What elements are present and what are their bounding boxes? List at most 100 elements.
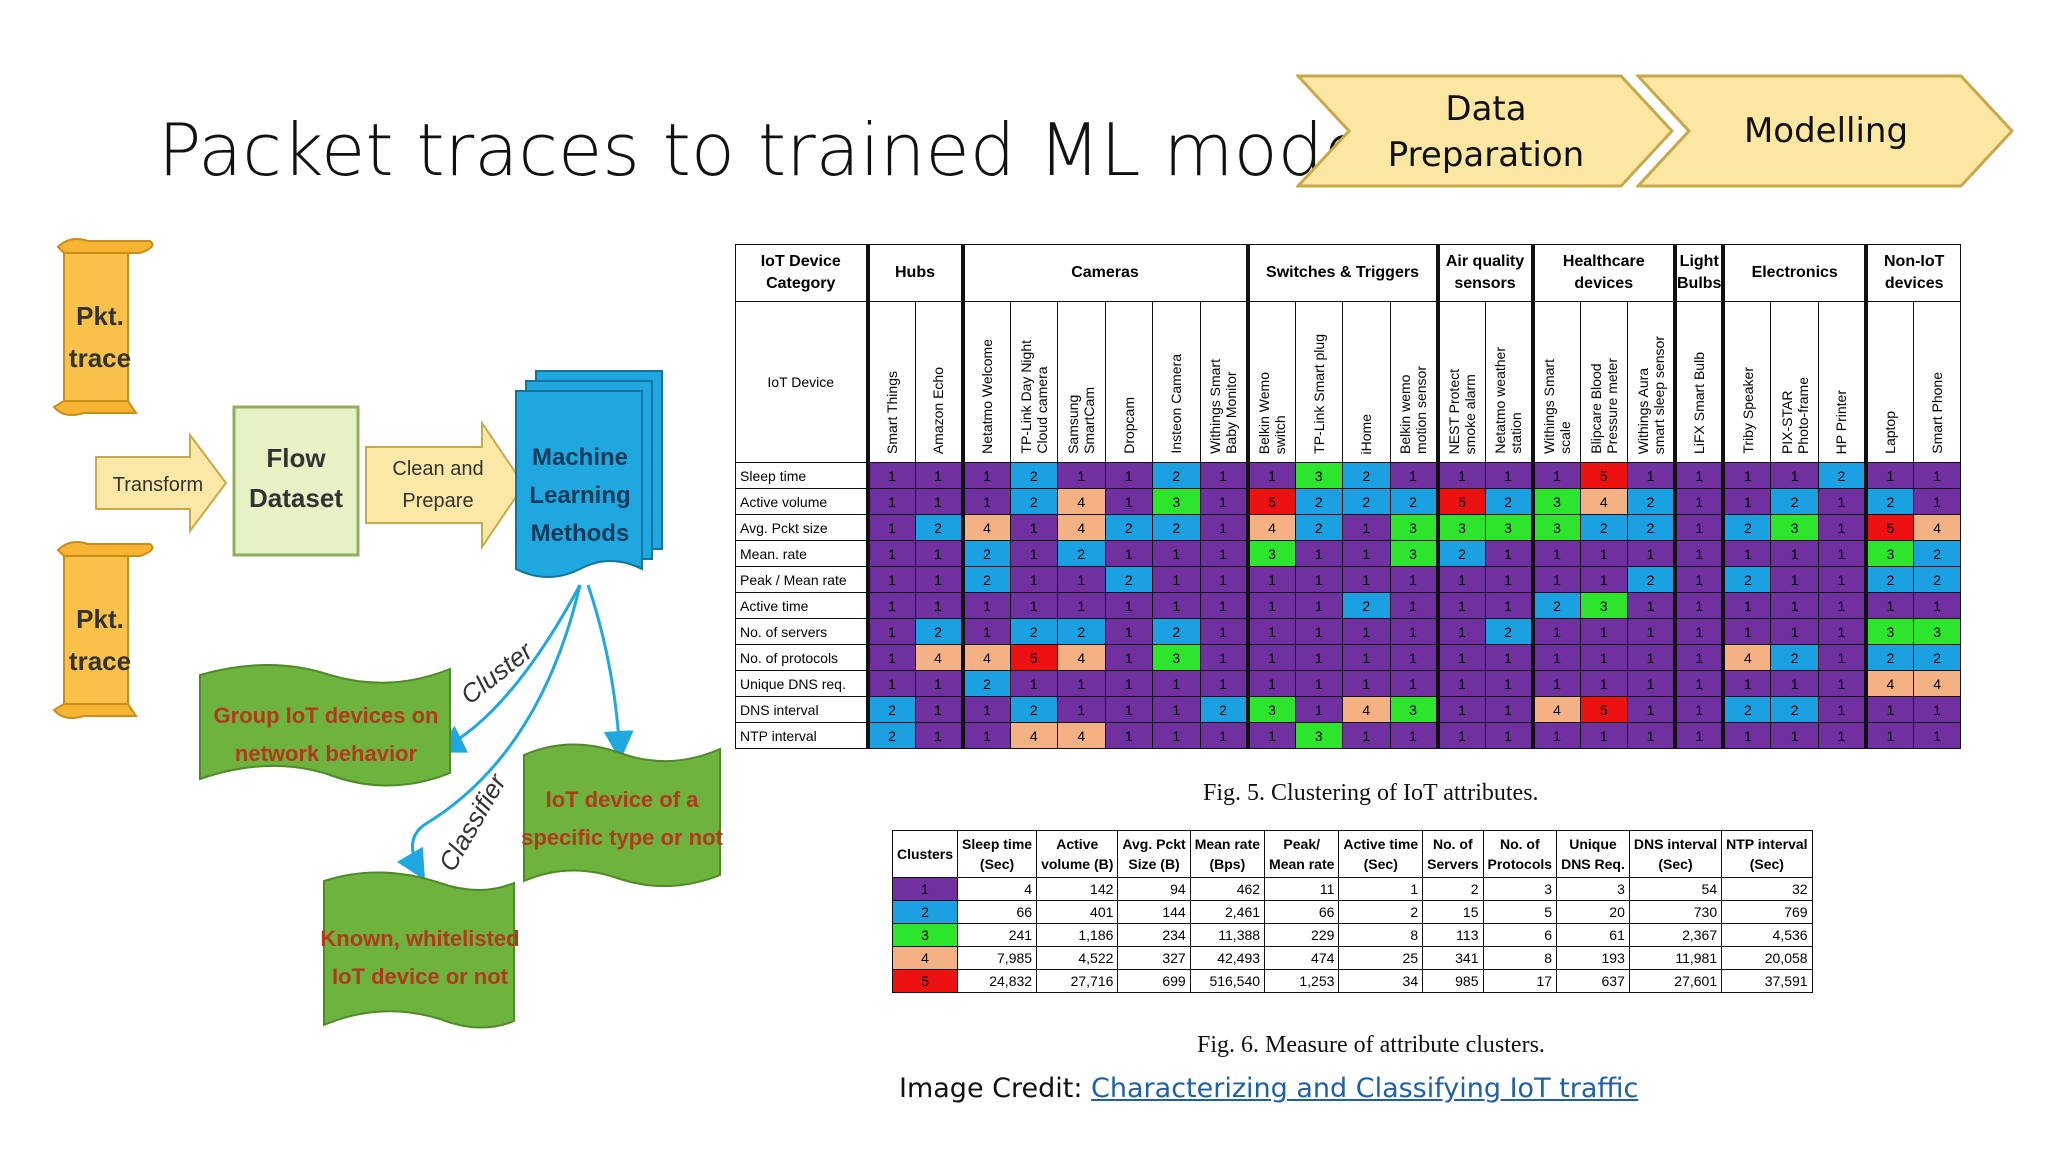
- category-header: Air quality sensors: [1435, 244, 1533, 302]
- credit-link[interactable]: Characterizing and Classifying IoT traff…: [1091, 1073, 1639, 1104]
- cluster-cell: 1: [1817, 488, 1867, 515]
- device-name: iHome: [1358, 413, 1375, 454]
- cluster-cell: 1: [1245, 618, 1296, 645]
- fig6-cell: 144: [1117, 900, 1191, 924]
- svg-text:Classifier: Classifier: [432, 768, 512, 877]
- attribute-label: Sleep time: [735, 462, 868, 489]
- cluster-cell: 2: [1152, 514, 1201, 541]
- category-header: Healthcare devices: [1530, 244, 1676, 302]
- cluster-cell: 1: [914, 722, 963, 749]
- fig6-cell: 24,832: [957, 969, 1038, 993]
- cluster-cell: 1: [1104, 540, 1153, 567]
- cluster-cell: 1: [1817, 644, 1867, 671]
- device-name: Laptop: [1882, 411, 1899, 454]
- fig6-cell: 11,981: [1628, 946, 1723, 970]
- svg-text:Methods: Methods: [531, 520, 630, 547]
- cluster-cell: 2: [1484, 618, 1533, 645]
- svg-text:trace: trace: [69, 646, 131, 676]
- cluster-cell: 1: [1104, 722, 1153, 749]
- cluster-cell: 1: [1817, 540, 1867, 567]
- cluster-cell: 1: [1672, 540, 1724, 567]
- cluster-cell: 1: [1152, 592, 1201, 619]
- cluster-cell: 4: [1057, 488, 1106, 515]
- fig6-header: Clusters: [891, 830, 959, 878]
- fig6-cell: 142: [1036, 877, 1119, 901]
- fig6-cell: 1,186: [1036, 923, 1119, 947]
- cluster-cell: 1: [1389, 566, 1438, 593]
- specific-line2: specific type or not: [521, 825, 723, 850]
- device-header: Netatmo Welcome: [960, 301, 1011, 463]
- cluster-cell: 4: [1057, 514, 1106, 541]
- device-name: Withings Smart scale: [1541, 359, 1573, 454]
- cluster-swatch: 2: [891, 900, 959, 924]
- cluster-cell: 1: [1579, 540, 1628, 567]
- cluster-cell: 2: [1863, 566, 1914, 593]
- cluster-cell: 1: [1721, 592, 1772, 619]
- cluster-swatch: 4: [891, 946, 959, 970]
- category-header: Hubs: [865, 244, 963, 302]
- cluster-cell: 1: [1530, 644, 1581, 671]
- cluster-cell: 4: [1245, 514, 1296, 541]
- trace1-line2: trace: [69, 343, 131, 373]
- device-name: NEST Protect smoke alarm: [1446, 368, 1478, 454]
- cluster-cell: 1: [1672, 566, 1724, 593]
- fig6-cell: 516,540: [1189, 969, 1266, 993]
- cluster-cell: 1: [960, 618, 1011, 645]
- fig6-cell: 66: [957, 900, 1038, 924]
- cluster-cell: 1: [1672, 670, 1724, 697]
- cluster-cell: 2: [1104, 566, 1153, 593]
- cluster-cell: 2: [1721, 696, 1772, 723]
- transform-arrow: Transform: [95, 432, 228, 534]
- cluster-cell: 5: [1863, 514, 1914, 541]
- fig6-cell: 193: [1556, 946, 1630, 970]
- cluster-cell: 1: [1342, 566, 1391, 593]
- trace2-line1: Pkt.: [76, 604, 124, 634]
- device-header: HP Printer: [1817, 301, 1867, 463]
- svg-text:Learning: Learning: [529, 482, 630, 509]
- cluster-cell: 3: [1530, 514, 1581, 541]
- fig6-cell: 11: [1264, 877, 1340, 901]
- cluster-cell: 1: [1199, 618, 1248, 645]
- cluster-cell: 1: [1009, 566, 1058, 593]
- fig6-cell: 61: [1556, 923, 1630, 947]
- cluster-cell: 1: [1199, 670, 1248, 697]
- cluster-cell: 1: [1199, 514, 1248, 541]
- cluster-cell: 1: [914, 540, 963, 567]
- cluster-cell: 1: [1294, 696, 1343, 723]
- fig6-cell: 241: [957, 923, 1038, 947]
- cluster-cell: 3: [1435, 514, 1486, 541]
- attribute-label: Avg. Pckt size: [735, 514, 868, 541]
- cluster-cell: 1: [1627, 644, 1676, 671]
- cluster-cell: 4: [1530, 696, 1581, 723]
- cluster-cell: 3: [1389, 540, 1438, 567]
- cluster-cell: 2: [1342, 592, 1391, 619]
- device-name: Smart Things: [884, 371, 900, 454]
- fig6-cell: 4: [957, 877, 1038, 901]
- fig6-cell: 25: [1338, 946, 1424, 970]
- fig6-cell: 54: [1628, 877, 1723, 901]
- cluster-cell: 1: [1435, 618, 1486, 645]
- cluster-cell: 1: [1435, 670, 1486, 697]
- cluster-cell: 1: [1721, 670, 1772, 697]
- device-name: Belkin Wemo switch: [1256, 371, 1288, 454]
- cluster-cell: 2: [1057, 540, 1106, 567]
- fig6-cell: 8: [1338, 923, 1424, 947]
- cluster-cell: 2: [865, 696, 916, 723]
- corner-category: IoT Device Category: [735, 244, 868, 302]
- cluster-cell: 1: [914, 566, 963, 593]
- cluster-cell: 1: [865, 670, 916, 697]
- chevron-1-line1: Data: [1445, 89, 1527, 129]
- clean-line1: Clean and: [392, 458, 483, 480]
- cluster-cell: 3: [1863, 618, 1914, 645]
- cluster-cell: 2: [1627, 514, 1676, 541]
- whitelist-box: Known, whitelisted IoT device or not: [320, 871, 520, 1029]
- cluster-cell: 1: [1912, 488, 1962, 515]
- cluster-cell: 1: [1057, 462, 1106, 489]
